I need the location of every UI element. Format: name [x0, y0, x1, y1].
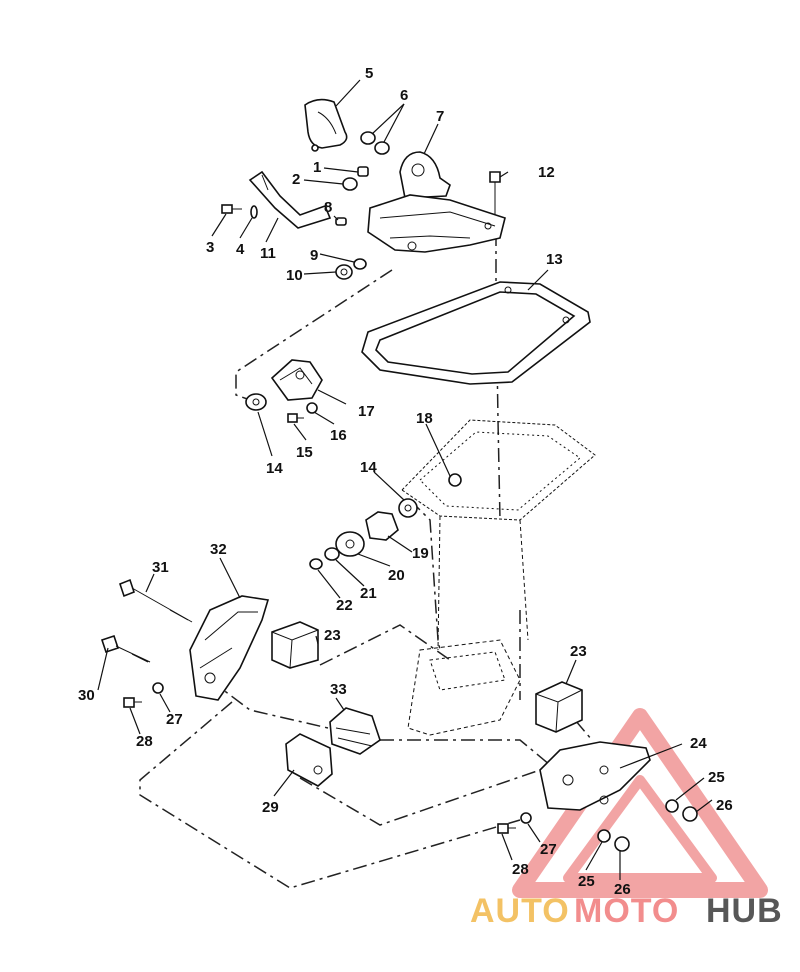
callout-19: 19 [412, 545, 429, 562]
driveshaft-housing [401, 419, 596, 736]
callout-12: 12 [538, 164, 555, 181]
watermark-word-hub: HUB [706, 892, 783, 930]
callout-8: 8 [324, 199, 332, 216]
callout-6: 6 [400, 87, 408, 104]
callout-14-lower: 14 [360, 459, 377, 476]
upper-mount-assembly [221, 98, 506, 280]
callout-22: 22 [336, 597, 353, 614]
callout-14-upper: 14 [266, 460, 283, 477]
callout-25-lower: 25 [578, 873, 595, 890]
callout-9: 9 [310, 247, 318, 264]
callout-4: 4 [236, 241, 245, 258]
gasket [361, 281, 591, 385]
callout-labels: 5 6 7 1 2 12 8 3 4 11 9 10 13 17 16 15 1… [78, 65, 733, 898]
callout-18: 18 [416, 410, 433, 427]
callout-16: 16 [330, 427, 347, 444]
callout-30: 30 [78, 687, 95, 704]
callout-26-lower: 26 [614, 881, 631, 898]
callout-31: 31 [152, 559, 169, 576]
callout-23-left: 23 [324, 627, 341, 644]
upper-rubber-mount [245, 359, 323, 423]
callout-28-left: 28 [136, 733, 153, 750]
callout-28-right: 28 [512, 861, 529, 878]
callout-2: 2 [292, 171, 300, 188]
callout-13: 13 [546, 251, 563, 268]
lower-mount-assembly [100, 578, 698, 852]
callout-20: 20 [388, 567, 405, 584]
callout-21: 21 [360, 585, 377, 602]
callout-7: 7 [436, 108, 444, 125]
callout-24: 24 [690, 735, 707, 752]
callout-27-left: 27 [166, 711, 183, 728]
watermark-word-auto: AUTO [470, 892, 570, 930]
callout-10: 10 [286, 267, 303, 284]
automotohub-watermark: AUTO MOTO HUB [470, 892, 783, 930]
watermark-word-moto: MOTO [574, 892, 679, 930]
callout-33: 33 [330, 681, 347, 698]
callout-32: 32 [210, 541, 227, 558]
callout-11: 11 [260, 245, 276, 262]
callout-15: 15 [296, 444, 313, 461]
callout-27-right: 27 [540, 841, 557, 858]
leader-lines [97, 79, 713, 880]
callout-3: 3 [206, 239, 214, 256]
callout-26-right: 26 [716, 797, 733, 814]
lower-mount-stack [309, 498, 418, 570]
callout-17: 17 [358, 403, 375, 420]
callout-25-right: 25 [708, 769, 725, 786]
callout-5: 5 [365, 65, 373, 82]
callout-23-right: 23 [570, 643, 587, 660]
callout-29: 29 [262, 799, 279, 816]
callout-1: 1 [313, 159, 321, 176]
